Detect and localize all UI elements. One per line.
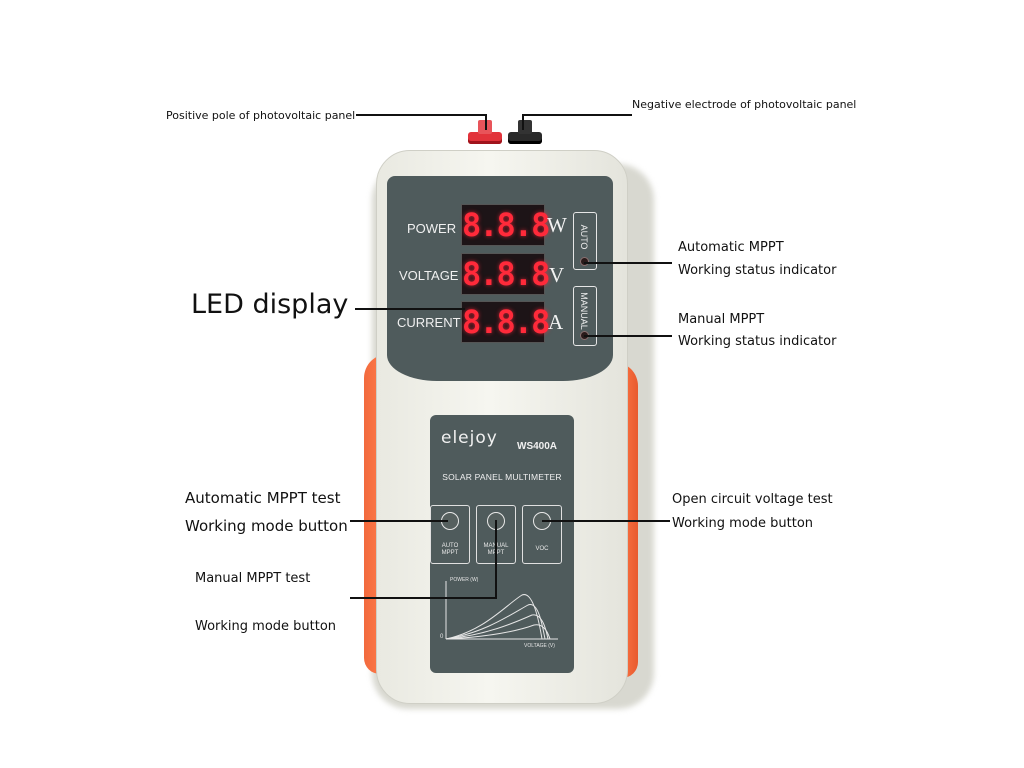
- positive-pole-callout: Positive pole of photovoltaic panel: [166, 109, 356, 122]
- power-label: POWER: [407, 221, 457, 236]
- voc-button-frame: [522, 505, 562, 564]
- auto-button-callout-1: Automatic MPPT test: [185, 489, 341, 507]
- model-label: WS400A: [517, 441, 558, 452]
- voltage-readout: 8.8.8: [461, 253, 550, 295]
- auto-button-callout-2: Working mode button: [185, 517, 348, 535]
- positive-pole-leader-drop: [485, 114, 487, 130]
- unit-v: V: [549, 263, 565, 287]
- manual-button-callout-1: Manual MPPT test: [195, 571, 311, 586]
- brand-logo: elejoy: [441, 428, 498, 448]
- auto-status-led: [580, 257, 589, 266]
- manual-indicator-leader: [584, 335, 672, 337]
- manual-indicator-callout-1: Manual MPPT: [678, 312, 765, 327]
- control-panel: [430, 415, 574, 673]
- manual-mode-label: MANUAL: [579, 292, 589, 330]
- auto-button-leader: [350, 520, 448, 522]
- manual-button-leader-drop: [495, 520, 497, 598]
- positive-pole-leader: [356, 114, 486, 116]
- unit-w: W: [547, 213, 567, 237]
- led-display-callout: LED display: [191, 289, 349, 320]
- led-display-leader: [355, 308, 465, 310]
- manual-button-leader: [350, 597, 497, 599]
- current-label: CURRENT: [397, 315, 461, 330]
- manual-mode-box: [573, 286, 597, 346]
- auto-mppt-button-frame: [430, 505, 470, 564]
- voc-button-callout-1: Open circuit voltage test: [672, 492, 833, 507]
- power-readout: 8.8.8: [461, 204, 550, 246]
- graph-x-label: VOLTAGE (V): [524, 643, 555, 649]
- positive-port: [468, 132, 502, 144]
- manual-indicator-callout-2: Working status indicator: [678, 334, 837, 349]
- graph-origin: 0: [440, 634, 444, 640]
- auto-indicator-callout-2: Working status indicator: [678, 263, 837, 278]
- unit-a: A: [548, 310, 564, 334]
- negative-port-stem: [518, 120, 532, 134]
- auto-mode-label: AUTO: [579, 224, 589, 250]
- negative-electrode-leader-drop: [522, 114, 524, 130]
- auto-indicator-callout-1: Automatic MPPT: [678, 240, 784, 255]
- product-name: SOLAR PANEL MULTIMETER: [442, 472, 562, 482]
- voc-button-label: VOC: [535, 546, 549, 552]
- pv-curve-graph: [445, 581, 558, 640]
- voc-button-leader: [542, 520, 670, 522]
- negative-port: [508, 132, 542, 144]
- graph-y-label: POWER (W): [450, 577, 479, 583]
- negative-electrode-leader: [522, 114, 632, 116]
- auto-mode-box: [573, 212, 597, 270]
- auto-indicator-leader: [584, 262, 672, 264]
- manual-button-callout-2: Working mode button: [195, 619, 337, 634]
- voc-button-callout-2: Working mode button: [672, 516, 814, 531]
- negative-electrode-callout: Negative electrode of photovoltaic panel: [632, 98, 857, 111]
- current-readout: 8.8.8: [461, 301, 550, 343]
- voltage-label: VOLTAGE: [399, 268, 459, 283]
